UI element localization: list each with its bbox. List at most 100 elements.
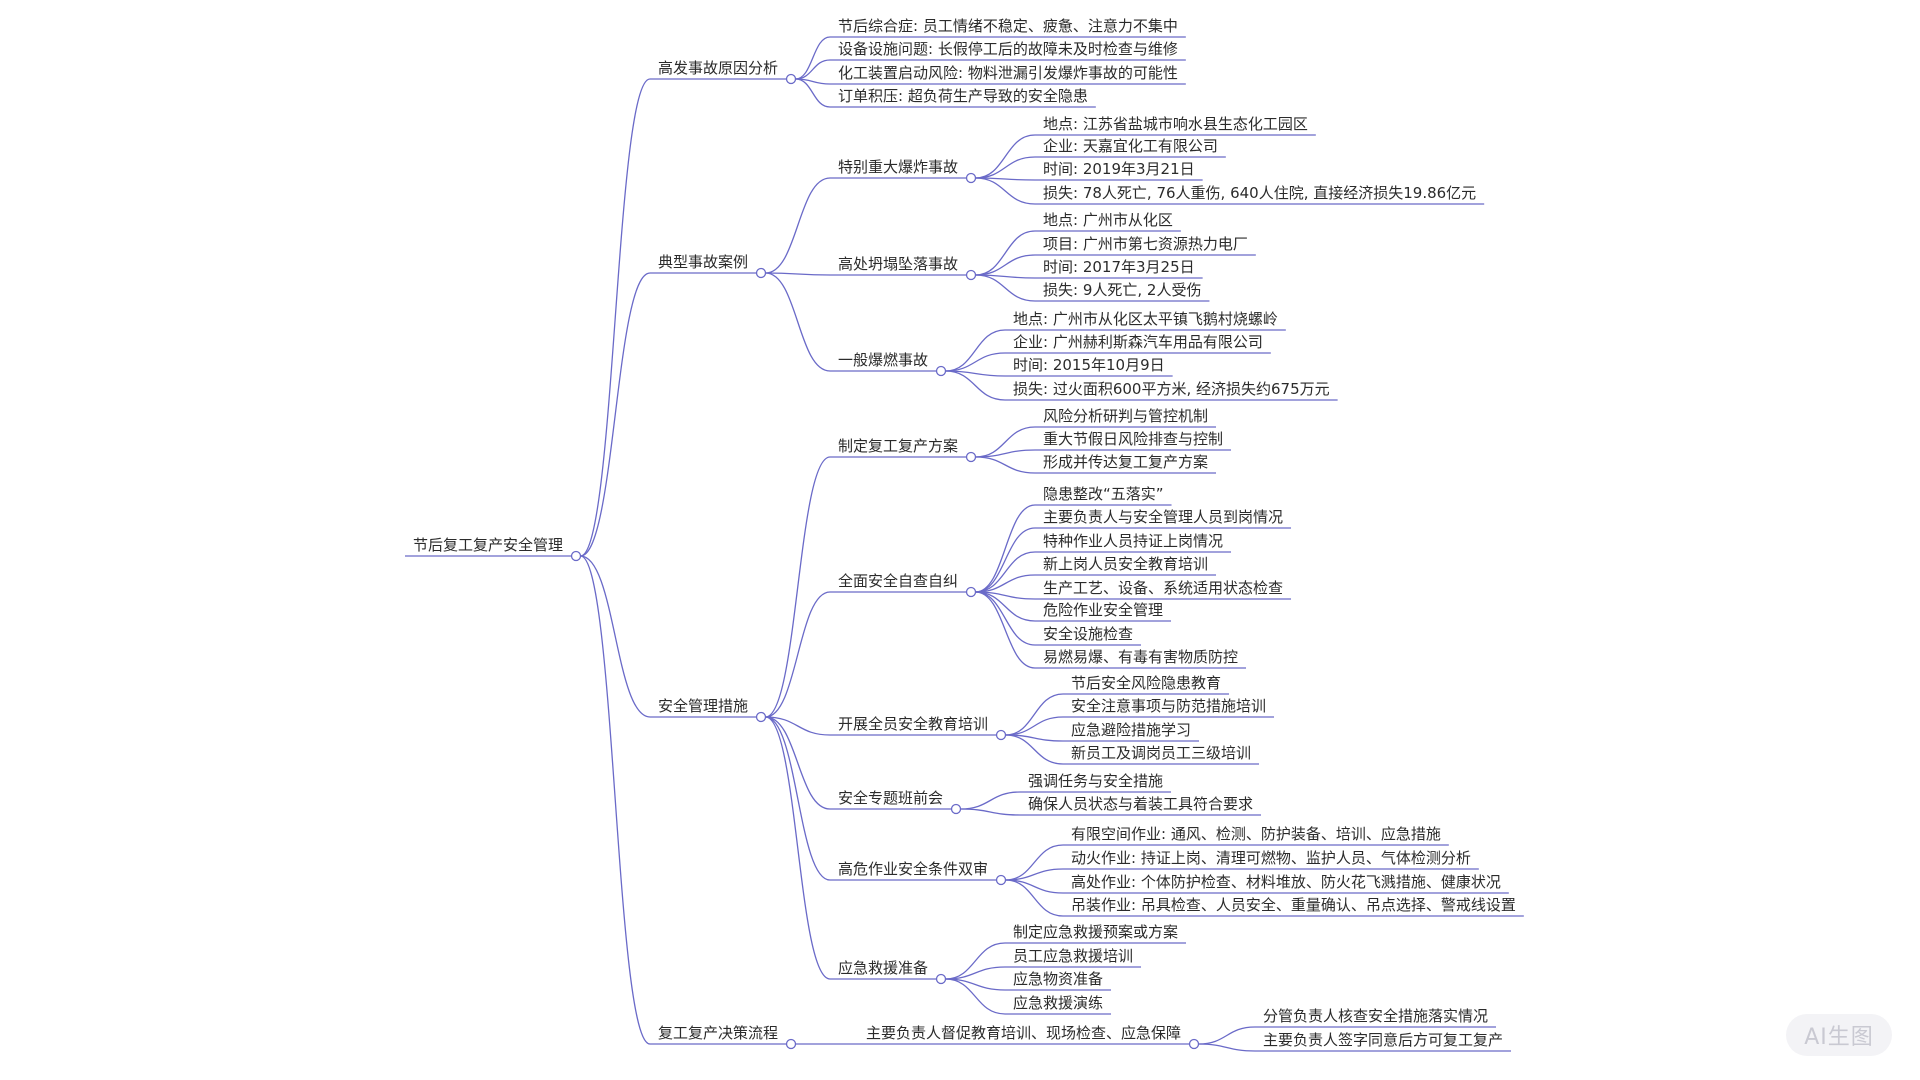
- topic-label: 高处坍塌坠落事故: [838, 255, 958, 273]
- connector-edge: [975, 134, 1036, 179]
- topic-node-2-2-1[interactable]: 安全注意事项与防范措施培训: [1063, 697, 1275, 718]
- collapse-toggle-2-4[interactable]: [995, 874, 1007, 886]
- connector-edge: [765, 716, 831, 881]
- topic-node-1-0[interactable]: 特别重大爆炸事故: [830, 158, 967, 179]
- topic-node-2-5-3[interactable]: 应急救援演练: [1005, 994, 1112, 1015]
- topic-node-2-4[interactable]: 高危作业安全条件双审: [830, 860, 997, 881]
- topic-node-2-0-0[interactable]: 风险分析研判与管控机制: [1035, 407, 1217, 428]
- topic-node-2-4-0[interactable]: 有限空间作业: 通风、检测、防护装备、培训、应急措施: [1063, 825, 1449, 846]
- topic-label: 节后安全风险隐患教育: [1071, 674, 1221, 692]
- connector-edge: [765, 456, 831, 718]
- topic-node-1-0-2[interactable]: 时间: 2019年3月21日: [1035, 160, 1203, 181]
- topic-node-2-1-2[interactable]: 特种作业人员持证上岗情况: [1035, 532, 1232, 553]
- collapse-toggle-2-1[interactable]: [965, 586, 977, 598]
- topic-node-1-0-1[interactable]: 企业: 天嘉宜化工有限公司: [1035, 137, 1226, 158]
- topic-node-2-0[interactable]: 制定复工复产方案: [830, 437, 967, 458]
- topic-node-2-2-0[interactable]: 节后安全风险隐患教育: [1063, 674, 1230, 695]
- collapse-toggle-2-3[interactable]: [950, 803, 962, 815]
- connector-edge: [960, 808, 1021, 816]
- collapse-toggle-1-1[interactable]: [965, 269, 977, 281]
- topic-node-2-3[interactable]: 安全专题班前会: [830, 789, 952, 810]
- topic-node-2-4-1[interactable]: 动火作业: 持证上岗、清理可燃物、监护人员、气体检测分析: [1063, 849, 1479, 870]
- topic-label: 强调任务与安全措施: [1028, 772, 1163, 790]
- collapse-toggle-3[interactable]: [785, 1038, 797, 1050]
- topic-node-2-2[interactable]: 开展全员安全教育培训: [830, 715, 997, 736]
- topic-node-1-0-3[interactable]: 损失: 78人死亡, 76人重伤, 640人住院, 直接经济损失19.86亿元: [1035, 184, 1485, 205]
- topic-node-0-1[interactable]: 设备设施问题: 长假停工后的故障未及时检查与维修: [830, 40, 1186, 61]
- topic-node-3-0-1[interactable]: 主要负责人签字同意后方可复工复产: [1255, 1031, 1512, 1052]
- root-node[interactable]: 节后复工复产安全管理: [405, 536, 572, 557]
- topic-node-1-2[interactable]: 一般爆燃事故: [830, 351, 937, 372]
- topic-node-2-1-0[interactable]: 隐患整改“五落实”: [1035, 485, 1172, 506]
- topic-label: 形成并传达复工复产方案: [1043, 453, 1208, 471]
- topic-node-2-5-1[interactable]: 员工应急救援培训: [1005, 947, 1142, 968]
- node-layer: 节后复工复产安全管理 高发事故原因分析 节后综合症: 员工情绪不稳定、疲惫、注意力不…: [405, 17, 1524, 1052]
- topic-label: 特种作业人员持证上岗情况: [1043, 532, 1223, 550]
- connector-edge: [945, 352, 1006, 372]
- connector-edge: [975, 426, 1036, 458]
- topic-node-2-4-2[interactable]: 高处作业: 个体防护检查、材料堆放、防火花飞溅措施、健康状况: [1063, 873, 1509, 894]
- topic-node-2-5-0[interactable]: 制定应急救援预案或方案: [1005, 923, 1187, 944]
- connector-edge: [945, 370, 1006, 401]
- collapse-toggle-1[interactable]: [755, 267, 767, 279]
- topic-node-1-2-0[interactable]: 地点: 广州市从化区太平镇飞鹅村烧螺岭: [1005, 310, 1286, 331]
- topic-node-1-1-2[interactable]: 时间: 2017年3月25日: [1035, 258, 1203, 279]
- collapse-toggle-r[interactable]: [570, 550, 582, 562]
- connector-edge: [975, 230, 1036, 276]
- collapse-toggle-2[interactable]: [755, 711, 767, 723]
- topic-node-2-5[interactable]: 应急救援准备: [830, 959, 937, 980]
- topic-node-2-0-1[interactable]: 重大节假日风险排查与控制: [1035, 430, 1232, 451]
- collapse-toggle-2-5[interactable]: [935, 973, 947, 985]
- topic-node-2[interactable]: 安全管理措施: [650, 697, 757, 718]
- collapse-toggle-1-2[interactable]: [935, 365, 947, 377]
- collapse-toggle-0[interactable]: [785, 73, 797, 85]
- topic-node-2-1-5[interactable]: 危险作业安全管理: [1035, 601, 1172, 622]
- topic-node-1-2-1[interactable]: 企业: 广州赫利斯森汽车用品有限公司: [1005, 333, 1271, 354]
- topic-node-2-3-0[interactable]: 强调任务与安全措施: [1020, 772, 1172, 793]
- connector-edge: [765, 591, 831, 718]
- topic-node-2-1-6[interactable]: 安全设施检查: [1035, 625, 1142, 646]
- topic-node-3[interactable]: 复工复产决策流程: [650, 1024, 787, 1045]
- topic-node-0-3[interactable]: 订单积压: 超负荷生产导致的安全隐患: [830, 87, 1096, 108]
- topic-node-3-0-0[interactable]: 分管负责人核查安全措施落实情况: [1255, 1007, 1497, 1028]
- topic-node-2-1-3[interactable]: 新上岗人员安全教育培训: [1035, 555, 1217, 576]
- topic-label: 确保人员状态与着装工具符合要求: [1028, 795, 1253, 813]
- topic-label: 制定复工复产方案: [838, 437, 958, 455]
- topic-node-1-1[interactable]: 高处坍塌坠落事故: [830, 255, 967, 276]
- topic-node-2-3-1[interactable]: 确保人员状态与着装工具符合要求: [1020, 795, 1262, 816]
- topic-label: 应急避险措施学习: [1071, 721, 1191, 739]
- topic-node-1-1-1[interactable]: 项目: 广州市第七资源热力电厂: [1035, 235, 1256, 256]
- topic-label: 企业: 广州赫利斯森汽车用品有限公司: [1013, 333, 1263, 351]
- collapse-toggle-2-2[interactable]: [995, 729, 1007, 741]
- topic-node-2-4-3[interactable]: 吊装作业: 吊具检查、人员安全、重量确认、吊点选择、警戒线设置: [1063, 896, 1524, 917]
- connector-edge: [975, 591, 1036, 646]
- topic-node-2-2-3[interactable]: 新员工及调岗员工三级培训: [1063, 744, 1260, 765]
- topic-node-2-5-2[interactable]: 应急物资准备: [1005, 970, 1112, 991]
- topic-node-1-0-0[interactable]: 地点: 江苏省盐城市响水县生态化工园区: [1035, 115, 1316, 136]
- topic-node-0-0[interactable]: 节后综合症: 员工情绪不稳定、疲惫、注意力不集中: [830, 17, 1186, 38]
- topic-node-1-2-2[interactable]: 时间: 2015年10月9日: [1005, 356, 1173, 377]
- topic-label: 主要负责人与安全管理人员到岗情况: [1043, 508, 1283, 526]
- connector-edge: [960, 791, 1021, 810]
- topic-node-2-2-2[interactable]: 应急避险措施学习: [1063, 721, 1200, 742]
- topic-node-1-2-3[interactable]: 损失: 过火面积600平方米, 经济损失约675万元: [1005, 380, 1338, 401]
- collapse-toggle-2-0[interactable]: [965, 451, 977, 463]
- topic-label: 安全专题班前会: [838, 789, 943, 807]
- collapse-toggle-1-0[interactable]: [965, 172, 977, 184]
- topic-node-3-0[interactable]: 主要负责人督促教育培训、现场检查、应急保障: [858, 1024, 1190, 1045]
- collapse-toggle-3-0[interactable]: [1188, 1038, 1200, 1050]
- topic-node-0-2[interactable]: 化工装置启动风险: 物料泄漏引发爆炸事故的可能性: [830, 64, 1186, 85]
- topic-node-1[interactable]: 典型事故案例: [650, 253, 757, 274]
- connector-edge: [765, 272, 831, 276]
- topic-node-1-1-3[interactable]: 损失: 9人死亡, 2人受伤: [1035, 281, 1210, 302]
- connector-edge: [765, 177, 831, 274]
- topic-node-1-1-0[interactable]: 地点: 广州市从化区: [1035, 211, 1181, 232]
- topic-node-2-1-1[interactable]: 主要负责人与安全管理人员到岗情况: [1035, 508, 1292, 529]
- topic-node-2-0-2[interactable]: 形成并传达复工复产方案: [1035, 453, 1217, 474]
- connector-edge: [975, 504, 1036, 593]
- topic-node-2-1-7[interactable]: 易燃易爆、有毒有害物质防控: [1035, 648, 1247, 669]
- topic-node-0[interactable]: 高发事故原因分析: [650, 59, 787, 80]
- topic-node-2-1-4[interactable]: 生产工艺、设备、系统适用状态检查: [1035, 579, 1292, 600]
- topic-node-2-1[interactable]: 全面安全自查自纠: [830, 572, 967, 593]
- topic-label: 时间: 2017年3月25日: [1043, 258, 1195, 276]
